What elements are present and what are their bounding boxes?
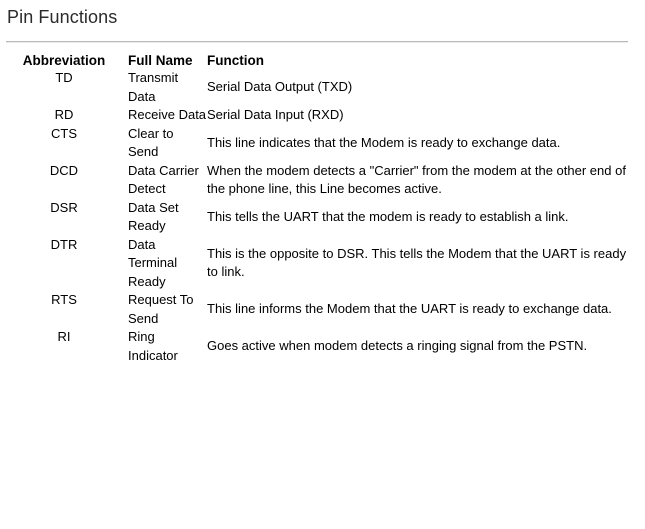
column-header-full-name: Full Name <box>128 53 193 68</box>
cell-function: This line indicates that the Modem is re… <box>207 134 561 150</box>
cell-function: When the modem detects a "Carrier" from … <box>207 162 626 197</box>
table-header-row: Abbreviation Full Name Function <box>0 52 628 69</box>
column-header-abbreviation: Abbreviation <box>22 53 106 68</box>
table-header: Abbreviation Full Name Function <box>0 52 628 69</box>
cell-full-name: Request To Send <box>128 292 194 326</box>
cell-full-name: Data Carrier Detect <box>128 162 199 197</box>
title-divider <box>6 41 628 43</box>
cell-abbreviation: DTR <box>50 236 78 252</box>
cell-full-name: Data Terminal Ready <box>128 236 178 289</box>
cell-abbreviation: TD <box>55 70 73 85</box>
cell-full-name: Data Set Ready <box>128 199 179 234</box>
cell-abbreviation: RD <box>54 107 74 122</box>
cell-full-name: Clear to Send <box>128 125 174 160</box>
table-row: RI Ring Indicator Goes active when modem d… <box>0 328 628 365</box>
cell-abbreviation: DCD <box>49 162 79 178</box>
cell-full-name: Receive Data <box>128 107 207 122</box>
column-header-function: Function <box>207 53 264 68</box>
pin-functions-table-container: Abbreviation Full Name Function TD Transm… <box>0 43 645 365</box>
cell-abbreviation: DSR <box>50 199 78 215</box>
cell-abbreviation: RI <box>57 329 71 344</box>
cell-full-name: Transmit Data <box>128 70 179 104</box>
page-title: Pin Functions <box>7 7 118 27</box>
table-row: DTR Data Terminal Ready This is the opposi… <box>0 236 628 292</box>
cell-function: This is the opposite to DSR. This tells … <box>207 245 627 280</box>
pin-functions-table: Abbreviation Full Name Function TD Transm… <box>0 52 628 365</box>
table-row: DSR Data Set Ready This tells the UART tha… <box>0 199 628 236</box>
table-row: TD Transmit Data Serial Data Output (TXD) <box>0 69 628 106</box>
cell-function: Goes active when modem detects a ringing… <box>207 338 588 354</box>
cell-function: Serial Data Input (RXD) <box>207 107 344 122</box>
cell-function: Serial Data Output (TXD) <box>207 79 353 95</box>
cell-function: This line informs the Modem that the UAR… <box>207 301 612 317</box>
cell-full-name: Ring Indicator <box>128 329 178 363</box>
table-row: RTS Request To Send This line informs the … <box>0 291 628 328</box>
table-row: CTS Clear to Send This line indicates that… <box>0 125 628 162</box>
cell-abbreviation: RTS <box>51 292 77 307</box>
cell-function: This tells the UART that the modem is re… <box>207 208 569 224</box>
cell-abbreviation: CTS <box>51 125 77 141</box>
